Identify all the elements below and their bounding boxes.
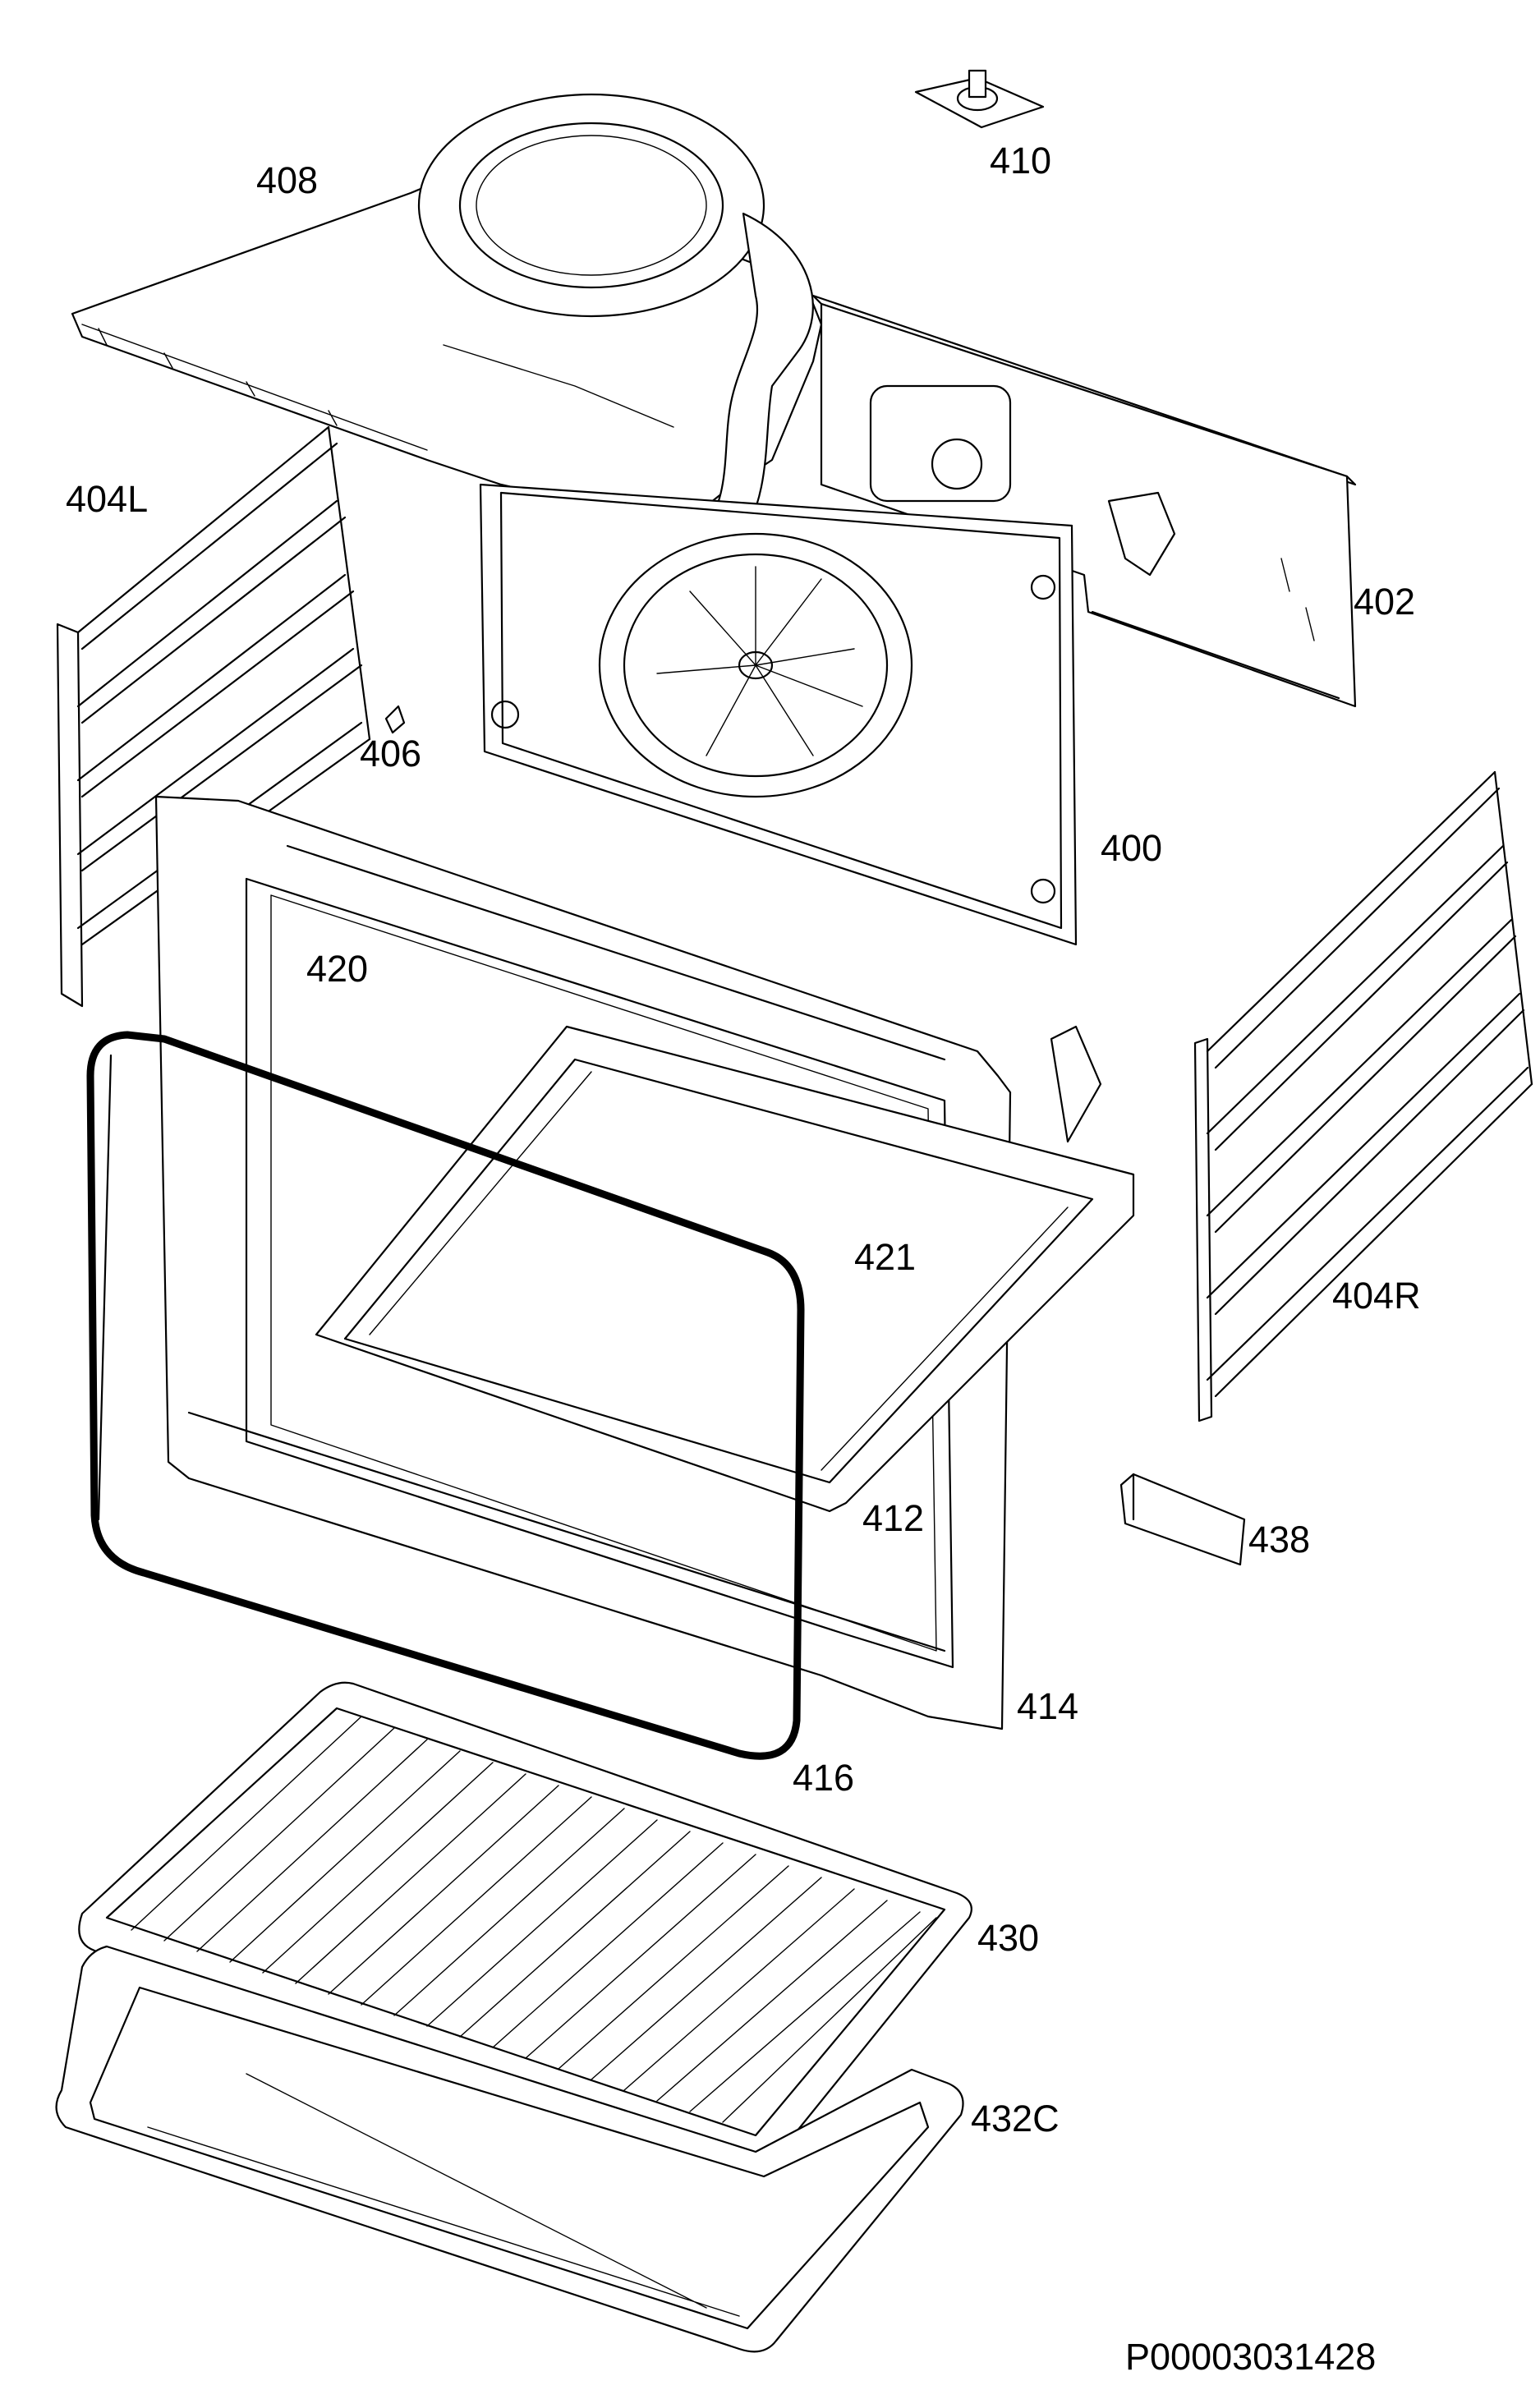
part-416-door-seal-drawing (86, 1031, 805, 1760)
part-label-430[interactable]: 430 (977, 1917, 1040, 1959)
part-label-412[interactable]: 412 (862, 1497, 925, 1539)
part-404L-left-rack-drawing (56, 425, 371, 1008)
part-label-400[interactable]: 400 (1101, 827, 1163, 869)
part-label-402[interactable]: 402 (1354, 581, 1416, 623)
part-label-406[interactable]: 406 (360, 733, 422, 774)
part-404R-right-rack-drawing (1193, 770, 1533, 1422)
part-label-421[interactable]: 421 (854, 1236, 917, 1278)
part-label-432C[interactable]: 432C (971, 2098, 1060, 2139)
part-400-back-panel-drawing (479, 483, 1078, 946)
part-406-clip-drawing (384, 705, 406, 734)
part-label-404R[interactable]: 404R (1332, 1275, 1421, 1317)
part-438-switch-drawing (1119, 1473, 1246, 1566)
part-410-bracket-drawing (914, 69, 1045, 129)
part-label-420[interactable]: 420 (306, 948, 369, 990)
part-412-inner-shelf-frame-drawing (315, 1025, 1135, 1513)
part-label-408[interactable]: 408 (256, 159, 319, 201)
part-430-wire-grid-drawing (78, 1681, 972, 2164)
part-432C-baking-tray-drawing (55, 1945, 964, 2353)
part-408-fan-duct-drawing (71, 93, 823, 544)
part-label-414[interactable]: 414 (1017, 1685, 1079, 1727)
part-402-rear-rail-drawing (811, 294, 1357, 708)
part-label-410[interactable]: 410 (990, 140, 1052, 182)
part-label-416[interactable]: 416 (793, 1757, 855, 1799)
part-label-404L[interactable]: 404L (66, 478, 149, 520)
drawing-code: P00003031428 (1125, 2336, 1377, 2378)
part-label-438[interactable]: 438 (1248, 1519, 1311, 1560)
